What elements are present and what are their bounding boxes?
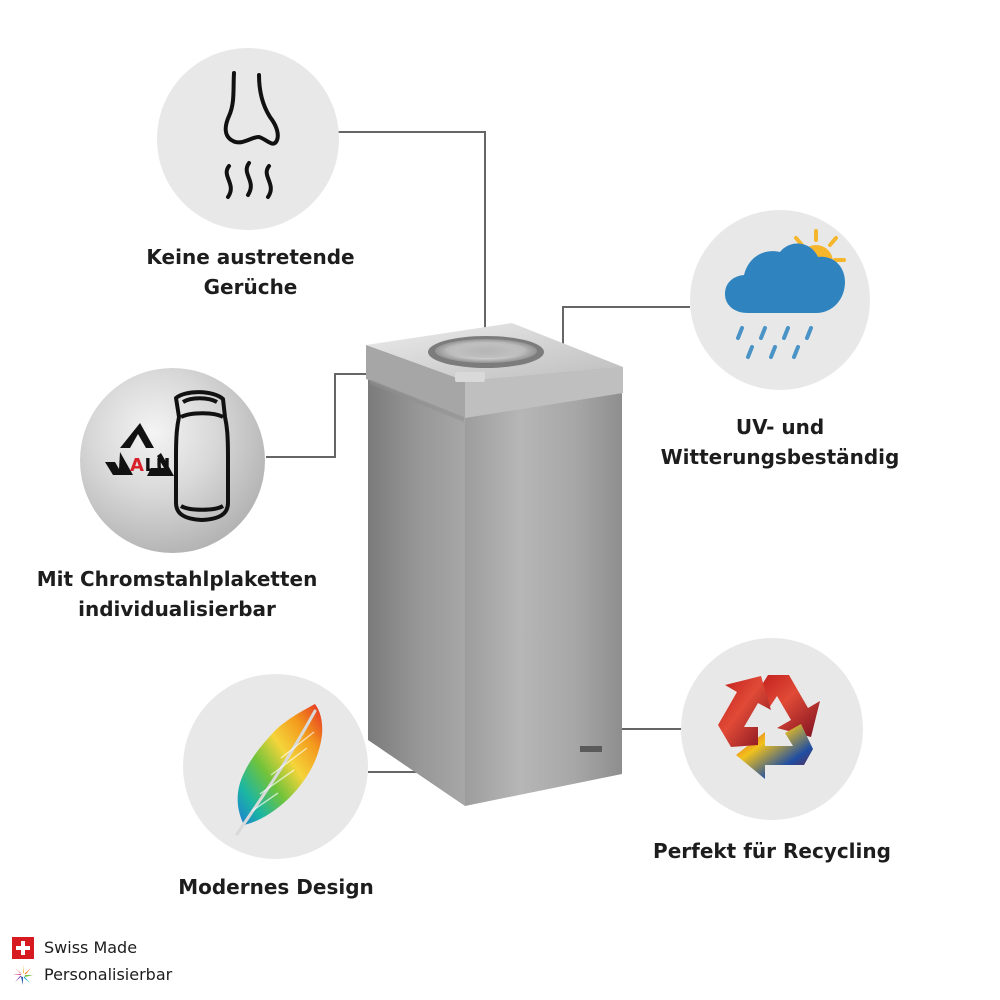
recycling-feature-label: Perfekt für Recycling (638, 836, 906, 866)
aluminum-recycling-plaque-icon (105, 390, 230, 522)
weather-feature-label: UV- und Witterungsbeständig (642, 412, 918, 472)
swiss-flag-icon (12, 936, 34, 959)
color-burst-icon (13, 964, 33, 985)
customizable-feature-label: Mit Chromstahlplaketten individualisierb… (18, 564, 336, 624)
stainless-steel-waste-bin (360, 322, 630, 807)
weather-icon (725, 229, 846, 359)
customizable-label-line-1: Mit Chromstahlplaketten (36, 567, 318, 591)
badge-list: Swiss Made Personalisierbar (12, 934, 232, 988)
modern-design-feature-circle (183, 674, 368, 859)
no-odor-label-line-2: Gerüche (203, 275, 298, 299)
weather-label-line-1: UV- und (735, 415, 825, 439)
alu-text-lu: LU (144, 455, 171, 476)
alu-text: ALU (130, 455, 171, 476)
personalizable-badge: Personalisierbar (12, 961, 232, 988)
personalizable-label: Personalisierbar (44, 965, 173, 984)
swiss-made-badge: Swiss Made (12, 934, 232, 961)
customizable-feature-circle: ALU (80, 368, 265, 553)
alu-text-a: A (130, 455, 145, 476)
recycling-label-line-1: Perfekt für Recycling (653, 839, 891, 863)
can-icon (174, 390, 230, 522)
rainbow-feather-icon (235, 704, 323, 836)
nose-odor-icon (223, 71, 280, 199)
modern-design-feature-label: Modernes Design (165, 872, 387, 902)
no-odor-feature-label: Keine austretende Gerüche (138, 242, 363, 302)
no-odor-label-line-1: Keine austretende (146, 245, 355, 269)
swiss-made-label: Swiss Made (44, 938, 138, 957)
recycle-icon (105, 423, 174, 476)
modern-design-label-line-1: Modernes Design (178, 875, 374, 899)
weather-label-line-2: Witterungsbeständig (660, 445, 900, 469)
customizable-label-line-2: individualisierbar (78, 597, 276, 621)
no-odor-feature-circle (157, 48, 339, 230)
recycling-symbol-icon (718, 675, 820, 779)
recycling-feature-circle (681, 638, 863, 820)
weather-feature-circle (690, 210, 870, 390)
waste-bin-illustration (366, 323, 623, 806)
